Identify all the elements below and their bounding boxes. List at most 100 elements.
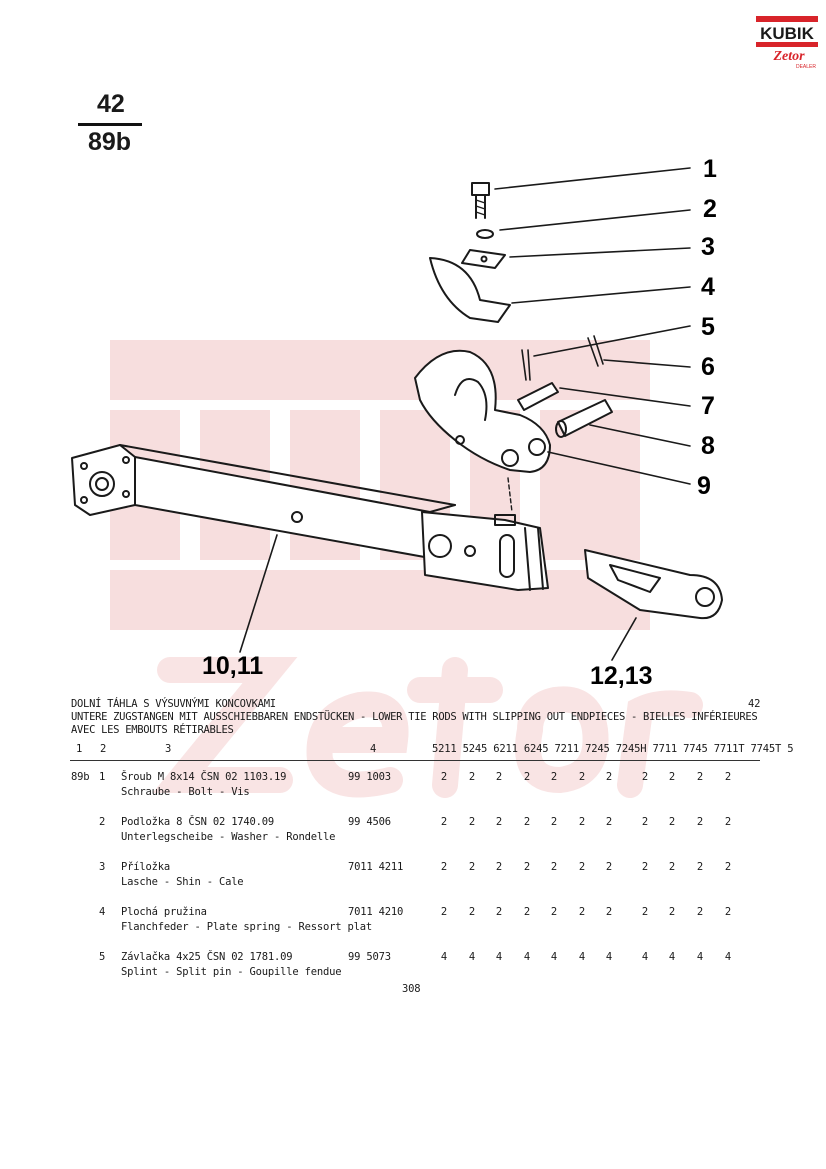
callout-3: 3 [701, 233, 715, 261]
row-qty-5211: 4 [440, 951, 448, 963]
kubik-zetor-logo: KUBIK Zetor DEALER [756, 16, 818, 70]
model-7745T: 7745T [750, 743, 782, 755]
row-position: 1 [99, 771, 106, 783]
row-part-translation: Unterlegscheibe - Washer - Rondelle [121, 831, 336, 843]
row-qty-7711: 2 [641, 906, 649, 918]
model-6211: 6211 [493, 743, 518, 755]
title-line-1: DOLNÍ TÁHLA S VÝSUVNÝMI KONCOVKAMI [71, 698, 276, 710]
row-part-number: 99 4506 [348, 816, 391, 828]
row-part-name: Podložka 8 ČSN 02 1740.09 [121, 816, 275, 828]
row-qty-6211: 2 [495, 906, 503, 918]
row-qty-6245: 2 [523, 816, 531, 828]
callout-7: 7 [701, 392, 715, 420]
row-qty-7245: 2 [578, 906, 586, 918]
model-7211: 7211 [554, 743, 580, 755]
row-part-name: Šroub M 8x14 ČSN 02 1103.19 [121, 771, 287, 783]
row-qty-7745T: 4 [724, 951, 732, 963]
model-6245: 6245 [523, 743, 549, 755]
row-qty-7745T: 2 [724, 771, 732, 783]
model-7711T: 7711T [713, 743, 745, 755]
row-qty-7745T: 2 [724, 906, 732, 918]
row-part-translation: Flanchfeder - Plate spring - Ressort pla… [121, 921, 372, 933]
callout-4: 4 [701, 273, 715, 301]
row-qty-7245: 4 [578, 951, 586, 963]
row-qty-7245H: 2 [605, 906, 613, 918]
row-qty-7245H: 2 [605, 861, 613, 873]
header-rule [70, 760, 760, 761]
row-position: 5 [99, 951, 106, 963]
row-part-name: Plochá pružina [121, 906, 207, 918]
row-part-number: 99 5073 [348, 951, 391, 963]
row-qty-7711T: 4 [696, 951, 704, 963]
row-qty-7211: 2 [550, 861, 558, 873]
row-qty-5211: 2 [440, 861, 448, 873]
row-part-translation: Schraube - Bolt - Vis [121, 786, 250, 798]
row-qty-6211: 2 [495, 771, 503, 783]
row-position: 4 [99, 906, 106, 918]
figure-number-bottom: 89b [88, 128, 132, 156]
row-qty-5245: 4 [468, 951, 476, 963]
row-qty-6245: 2 [523, 861, 531, 873]
row-qty-5211: 2 [440, 816, 448, 828]
row-qty-7711: 2 [641, 771, 649, 783]
row-part-number: 7011 4210 [348, 906, 404, 918]
row-part-translation: Lasche - Shin - Cale [121, 876, 244, 888]
exploded-parts-drawing: 1 2 3 4 5 6 7 8 9 10,11 12,13 [71, 155, 723, 690]
row-qty-7745: 4 [668, 951, 676, 963]
row-qty-5211: 2 [440, 771, 448, 783]
callout-6: 6 [701, 353, 715, 381]
model-7711: 7711 [652, 743, 677, 755]
col-header-3: 3 [165, 743, 172, 755]
callout-10-11: 10,11 [202, 652, 263, 680]
row-qty-6211: 2 [495, 816, 503, 828]
model-5211: 5211 [432, 743, 457, 755]
row-qty-7745T: 2 [724, 861, 732, 873]
callout-9: 9 [697, 472, 711, 500]
row-qty-5245: 2 [468, 816, 476, 828]
model-7245: 7245 [585, 743, 610, 755]
page-number: 308 [402, 983, 421, 995]
row-qty-7245: 2 [578, 816, 586, 828]
row-qty-7245H: 2 [605, 816, 613, 828]
callout-2: 2 [703, 195, 717, 223]
row-position: 2 [99, 816, 106, 828]
row-qty-7245: 2 [578, 771, 586, 783]
row-qty-7745: 2 [668, 816, 676, 828]
title-line-2: UNTERE ZUGSTANGEN MIT AUSSCHIEBBAREN END… [71, 711, 758, 723]
figure-number-top: 42 [97, 90, 125, 118]
row-qty-7745: 2 [668, 771, 676, 783]
row-qty-6245: 4 [523, 951, 531, 963]
row-part-translation: Splint - Split pin - Goupille fendue [121, 966, 342, 978]
row-qty-7745: 2 [668, 906, 676, 918]
row-qty-6245: 2 [523, 771, 531, 783]
title-line-3: AVEC LES EMBOUTS RÉTIRABLES [71, 724, 234, 736]
row-qty-6211: 2 [495, 861, 503, 873]
callout-12-13: 12,13 [590, 662, 653, 690]
row-qty-5245: 2 [468, 861, 476, 873]
row-qty-5245: 2 [468, 771, 476, 783]
logo-dealer-text: DEALER [796, 64, 816, 70]
row-qty-7745: 2 [668, 861, 676, 873]
col-header-4: 4 [370, 743, 377, 755]
row-qty-7245: 2 [578, 861, 586, 873]
row-qty-7245H: 2 [605, 771, 613, 783]
row-part-name: Příložka [121, 861, 170, 873]
row-qty-7711T: 2 [696, 771, 704, 783]
row-qty-7245H: 4 [605, 951, 613, 963]
logo-zetor-text: Zetor [772, 49, 805, 64]
row-part-number: 99 1003 [348, 771, 391, 783]
model-7245H: 7245H [615, 743, 647, 755]
col-header-1: 1 [76, 743, 83, 755]
row-qty-7711: 2 [641, 816, 649, 828]
model-7745: 7745 [683, 743, 708, 755]
row-qty-5211: 2 [440, 906, 448, 918]
section-title: DOLNÍ TÁHLA S VÝSUVNÝMI KONCOVKAMI UNTER… [71, 698, 758, 737]
row-qty-7211: 2 [550, 906, 558, 918]
row-qty-6245: 2 [523, 906, 531, 918]
row-part-number: 7011 4211 [348, 861, 404, 873]
logo-kubik-text: KUBIK [760, 24, 815, 43]
lower-tie-rod [71, 444, 549, 591]
model-5245: 5245 [462, 743, 488, 755]
figure-number-rule [78, 123, 142, 126]
row-qty-7745T: 2 [724, 816, 732, 828]
